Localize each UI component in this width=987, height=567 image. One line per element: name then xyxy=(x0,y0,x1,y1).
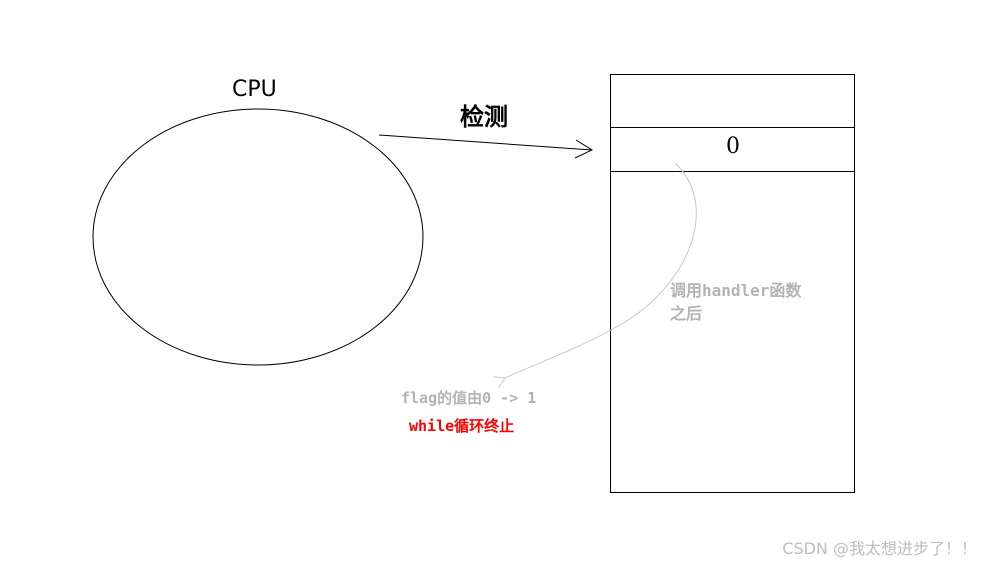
flag-note: flag的值由0 -> 1 xyxy=(401,389,537,407)
detect-arrow-line xyxy=(378,134,593,151)
detect-arrow-head xyxy=(574,139,594,159)
handler-note-line2: 之后 xyxy=(670,304,703,323)
memory-block xyxy=(610,74,855,493)
watermark: CSDN @我太想进步了！！ xyxy=(782,539,977,558)
cpu-ellipse xyxy=(92,108,424,366)
detect-label: 检测 xyxy=(460,103,508,131)
cpu-label: CPU xyxy=(232,77,277,102)
flag-change-curve xyxy=(493,162,697,388)
handler-note: 调用handler函数 之后 xyxy=(670,279,820,325)
memory-cell-value: 0 xyxy=(726,134,740,159)
while-note: while循环终止 xyxy=(409,417,515,435)
handler-note-line1: 调用handler函数 xyxy=(670,281,802,300)
